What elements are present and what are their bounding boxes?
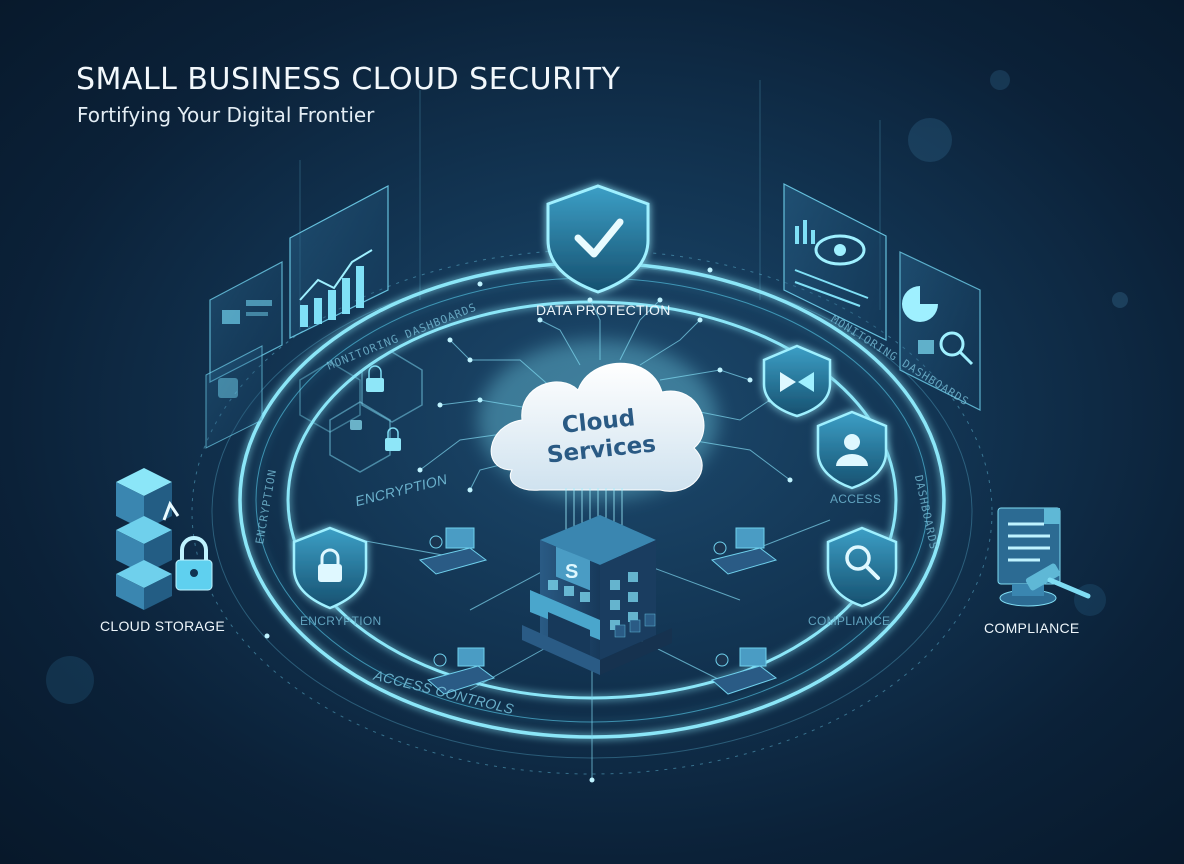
padlock-icon xyxy=(175,536,213,591)
circuit-nodes xyxy=(264,267,793,783)
storage-stack-icon xyxy=(116,468,180,610)
left-dashboard-panels xyxy=(205,185,389,449)
label-compliance: COMPLIANCE xyxy=(984,620,1080,636)
padlock-cluster-icon xyxy=(299,351,423,473)
page-subtitle: Fortifying Your Digital Frontier xyxy=(77,103,375,127)
shield-lock-icon xyxy=(292,526,368,610)
label-access-ring: ACCESS xyxy=(830,492,882,506)
label-data-protection: DATA PROTECTION xyxy=(536,302,671,318)
shield-chevron-icon xyxy=(762,344,832,418)
right-dashboard-panels xyxy=(783,183,981,411)
label-cloud-storage: CLOUD STORAGE xyxy=(100,618,225,634)
building-icon xyxy=(522,515,672,675)
shield-user-icon xyxy=(816,410,888,490)
cloud-icon xyxy=(478,340,718,500)
background-bokeh xyxy=(46,70,1128,704)
gavel-icon xyxy=(999,563,1091,607)
label-compliance-ring: COMPLIANCE xyxy=(808,614,891,628)
shield-search-icon xyxy=(826,526,898,608)
building-letter: S xyxy=(565,561,579,583)
label-encryption-ring: ENCRYPTION xyxy=(300,614,382,628)
page-title: SMALL BUSINESS CLOUD SECURITY xyxy=(76,62,621,97)
shield-check-icon xyxy=(546,184,650,294)
document-icon xyxy=(997,507,1061,585)
workstation-icons xyxy=(418,527,778,695)
